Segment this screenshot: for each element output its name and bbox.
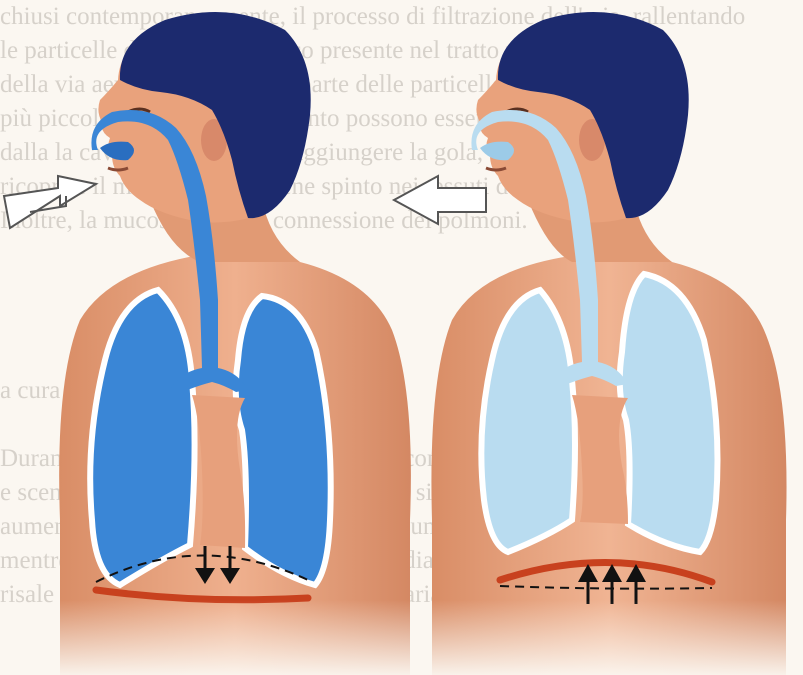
inhale-arrow <box>4 176 96 228</box>
nasal-cavity-left <box>100 142 134 161</box>
bottom-fade <box>0 600 803 675</box>
diaphragm-arrows-up <box>578 564 646 604</box>
nasal-cavity-right <box>480 142 514 161</box>
exhale-arrow <box>394 176 486 224</box>
figure-inspiration <box>4 12 411 675</box>
figure-expiration <box>394 12 787 675</box>
